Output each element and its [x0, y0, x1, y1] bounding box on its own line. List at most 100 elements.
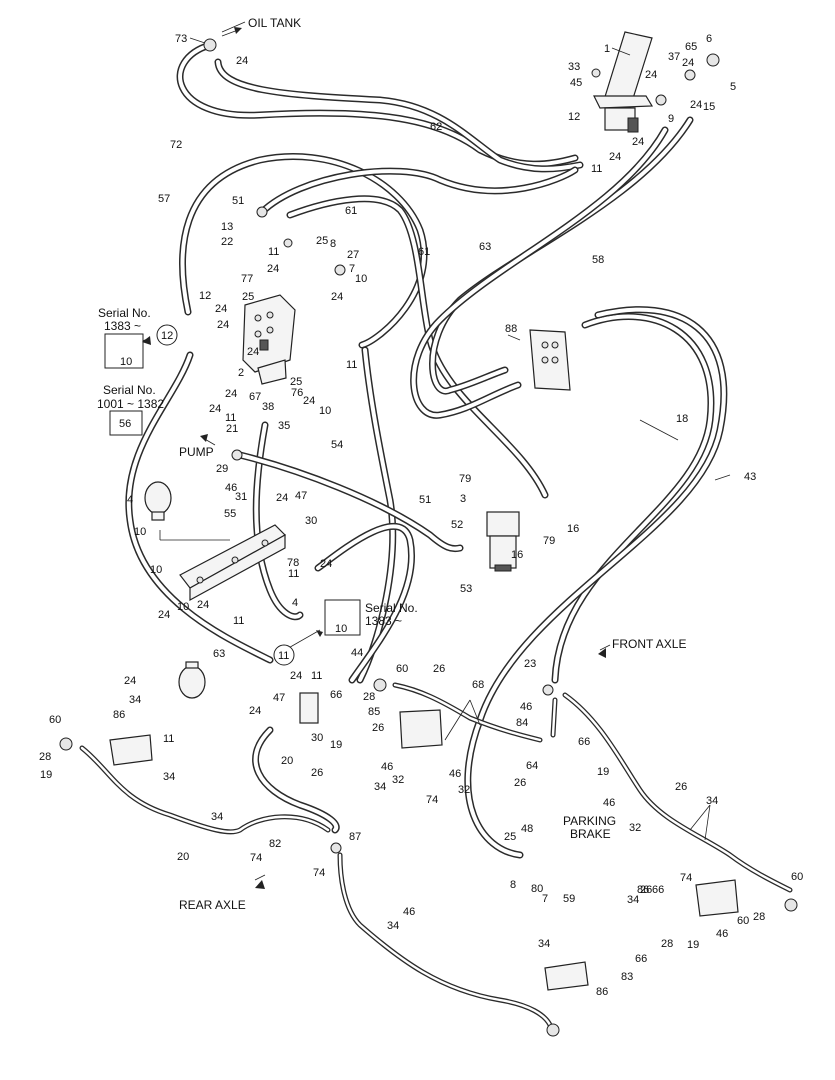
part-number-26: 26	[433, 663, 445, 675]
serial-c-line-2: 1383 ~	[365, 614, 402, 628]
part-number-74: 74	[313, 867, 325, 879]
front-axle-label: FRONT AXLE	[612, 637, 686, 651]
part-number-51: 51	[419, 494, 431, 506]
part-number-85: 85	[368, 706, 380, 718]
part-number-28: 28	[39, 751, 51, 763]
part-number-24: 24	[303, 395, 315, 407]
part-number-24: 24	[197, 599, 209, 611]
bracket-19-a	[109, 734, 153, 766]
part-number-22: 22	[221, 236, 233, 248]
part-number-11: 11	[268, 246, 279, 258]
part-number-10: 10	[150, 564, 162, 576]
part-number-72: 72	[170, 139, 182, 151]
part-number-80: 80	[531, 883, 543, 895]
part-number-74: 74	[680, 872, 692, 884]
part-number-29: 29	[216, 463, 228, 475]
part-number-45: 45	[570, 77, 582, 89]
part-number-38: 38	[262, 401, 274, 413]
part-number-55: 55	[224, 508, 236, 520]
part-number-34: 34	[387, 920, 399, 932]
part-number-83: 83	[621, 971, 633, 983]
part-number-8: 8	[330, 238, 336, 250]
part-number-26: 26	[640, 884, 652, 896]
brake-pedal	[593, 31, 654, 133]
accumulator-lower	[178, 661, 206, 699]
oil-tank-label: OIL TANK	[248, 16, 301, 30]
part-number-24: 24	[690, 99, 702, 111]
part-number-66: 66	[578, 736, 590, 748]
part-number-24: 24	[215, 303, 227, 315]
part-number-16: 16	[511, 549, 523, 561]
part-number-10: 10	[177, 601, 189, 613]
part-number-28: 28	[753, 911, 765, 923]
part-number-24: 24	[247, 346, 259, 358]
part-number-59: 59	[563, 893, 575, 905]
pump-label: PUMP	[179, 445, 214, 459]
part-number-2: 2	[238, 367, 244, 379]
part-number-12: 12	[568, 111, 580, 123]
part-number-24: 24	[225, 388, 237, 400]
part-number-23: 23	[524, 658, 536, 670]
part-number-47: 47	[273, 692, 285, 704]
part-number-10: 10	[134, 526, 146, 538]
leader-lines	[139, 21, 731, 881]
part-number-8: 8	[510, 879, 516, 891]
part-number-24: 24	[632, 136, 644, 148]
part-number-18: 18	[676, 413, 688, 425]
part-number-26: 26	[311, 767, 323, 779]
part-number-77: 77	[241, 273, 253, 285]
rear-axle-label: REAR AXLE	[179, 898, 246, 912]
part-number-46: 46	[225, 482, 237, 494]
part-number-24: 24	[331, 291, 343, 303]
part-number-10: 10	[319, 405, 331, 417]
part-number-46: 46	[449, 768, 461, 780]
part-number-5: 5	[730, 81, 736, 93]
part-number-87: 87	[349, 831, 361, 843]
part-number-24: 24	[267, 263, 279, 275]
serial-boxes: 10 56 10 12 11	[104, 324, 361, 666]
part-number-82: 82	[269, 838, 281, 850]
part-number-76: 76	[291, 387, 303, 399]
part-number-30: 30	[305, 515, 317, 527]
part-number-74: 74	[426, 794, 438, 806]
part-number-63: 63	[213, 648, 225, 660]
part-number-88: 88	[505, 323, 517, 335]
box-c-number: 10	[335, 623, 347, 635]
part-number-4: 4	[292, 597, 298, 609]
part-number-24: 24	[276, 492, 288, 504]
part-number-26: 26	[372, 722, 384, 734]
part-number-61: 61	[345, 205, 357, 217]
part-number-27: 27	[347, 249, 359, 261]
part-number-3: 3	[460, 493, 466, 505]
part-number-24: 24	[158, 609, 170, 621]
part-number-7: 7	[349, 263, 355, 275]
part-number-31: 31	[235, 491, 247, 503]
serial-c-line-1: Serial No.	[365, 601, 418, 615]
part-number-66: 66	[330, 689, 342, 701]
part-number-34: 34	[129, 694, 141, 706]
part-number-37: 37	[668, 51, 680, 63]
parking-brake-label-1: PARKING	[563, 814, 616, 828]
part-number-30: 30	[311, 732, 323, 744]
part-number-25: 25	[504, 831, 516, 843]
parking-brake-label-2: BRAKE	[570, 827, 611, 841]
serial-a-line-2: 1383 ~	[104, 319, 141, 333]
serial-b-line-2: 1001 ~ 1382	[97, 397, 164, 411]
part-number-34: 34	[627, 894, 639, 906]
part-number-19: 19	[597, 766, 609, 778]
part-number-65: 65	[685, 41, 697, 53]
part-number-74: 74	[250, 852, 262, 864]
part-number-78: 78	[287, 557, 299, 569]
part-number-11: 11	[591, 163, 602, 175]
part-number-58: 58	[592, 254, 604, 266]
accumulator-upper	[144, 481, 172, 521]
part-number-48: 48	[521, 823, 533, 835]
filter-assembly	[486, 511, 520, 572]
block-44	[299, 692, 319, 724]
part-number-62: 62	[430, 121, 442, 133]
bracket-19-b	[399, 709, 443, 749]
part-number-11: 11	[225, 412, 236, 424]
part-number-26: 26	[514, 777, 526, 789]
part-number-6: 6	[706, 33, 712, 45]
